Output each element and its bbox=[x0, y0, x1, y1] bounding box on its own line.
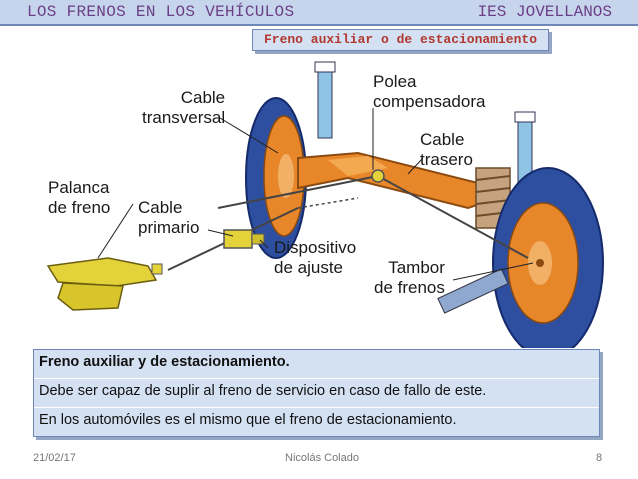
parking-brake-diagram: Cable transversal Polea compensadora Cab… bbox=[28, 58, 610, 359]
label-dispositivo-ajuste: Dispositivo de ajuste bbox=[274, 238, 357, 277]
description-line-2: En los automóviles es el mismo que el fr… bbox=[39, 412, 457, 428]
left-shock-absorber bbox=[314, 61, 336, 139]
label-cable-trasero: Cable trasero bbox=[420, 130, 473, 169]
leader-lines bbox=[97, 108, 534, 281]
header-title: LOS FRENOS EN LOS VEHÍCULOS bbox=[27, 3, 295, 21]
label-polea-compensadora: Polea compensadora bbox=[373, 72, 486, 111]
label-cable-primario: Cable primario bbox=[138, 198, 200, 237]
footer-date: 21/02/17 bbox=[33, 452, 76, 464]
description-title: Freno auxiliar y de estacionamiento. bbox=[39, 354, 290, 370]
hand-brake-lever bbox=[46, 257, 163, 311]
slide-subtitle: Freno auxiliar o de estacionamiento bbox=[252, 29, 549, 51]
footer-author: Nicolás Colado bbox=[285, 452, 359, 464]
description-box: Freno auxiliar y de estacionamiento. Deb… bbox=[33, 349, 600, 437]
description-line-1: Debe ser capaz de suplir al freno de ser… bbox=[39, 383, 487, 399]
description-divider-1 bbox=[34, 378, 599, 379]
trailing-arm bbox=[437, 268, 509, 314]
right-wheel bbox=[492, 167, 604, 359]
header-school: IES JOVELLANOS bbox=[477, 3, 612, 21]
coil-spring bbox=[475, 167, 511, 229]
compensating-pulley bbox=[371, 169, 385, 183]
label-cable-transversal: Cable transversal bbox=[142, 88, 226, 127]
header-bar: LOS FRENOS EN LOS VEHÍCULOS IES JOVELLAN… bbox=[0, 0, 638, 26]
brake-illustration bbox=[46, 61, 604, 359]
description-divider-2 bbox=[34, 407, 599, 408]
label-tambor-frenos: Tambor de frenos bbox=[374, 258, 445, 297]
adjuster bbox=[223, 229, 265, 249]
label-palanca-freno: Palanca de freno bbox=[48, 178, 111, 217]
footer-page-number: 8 bbox=[596, 452, 603, 464]
